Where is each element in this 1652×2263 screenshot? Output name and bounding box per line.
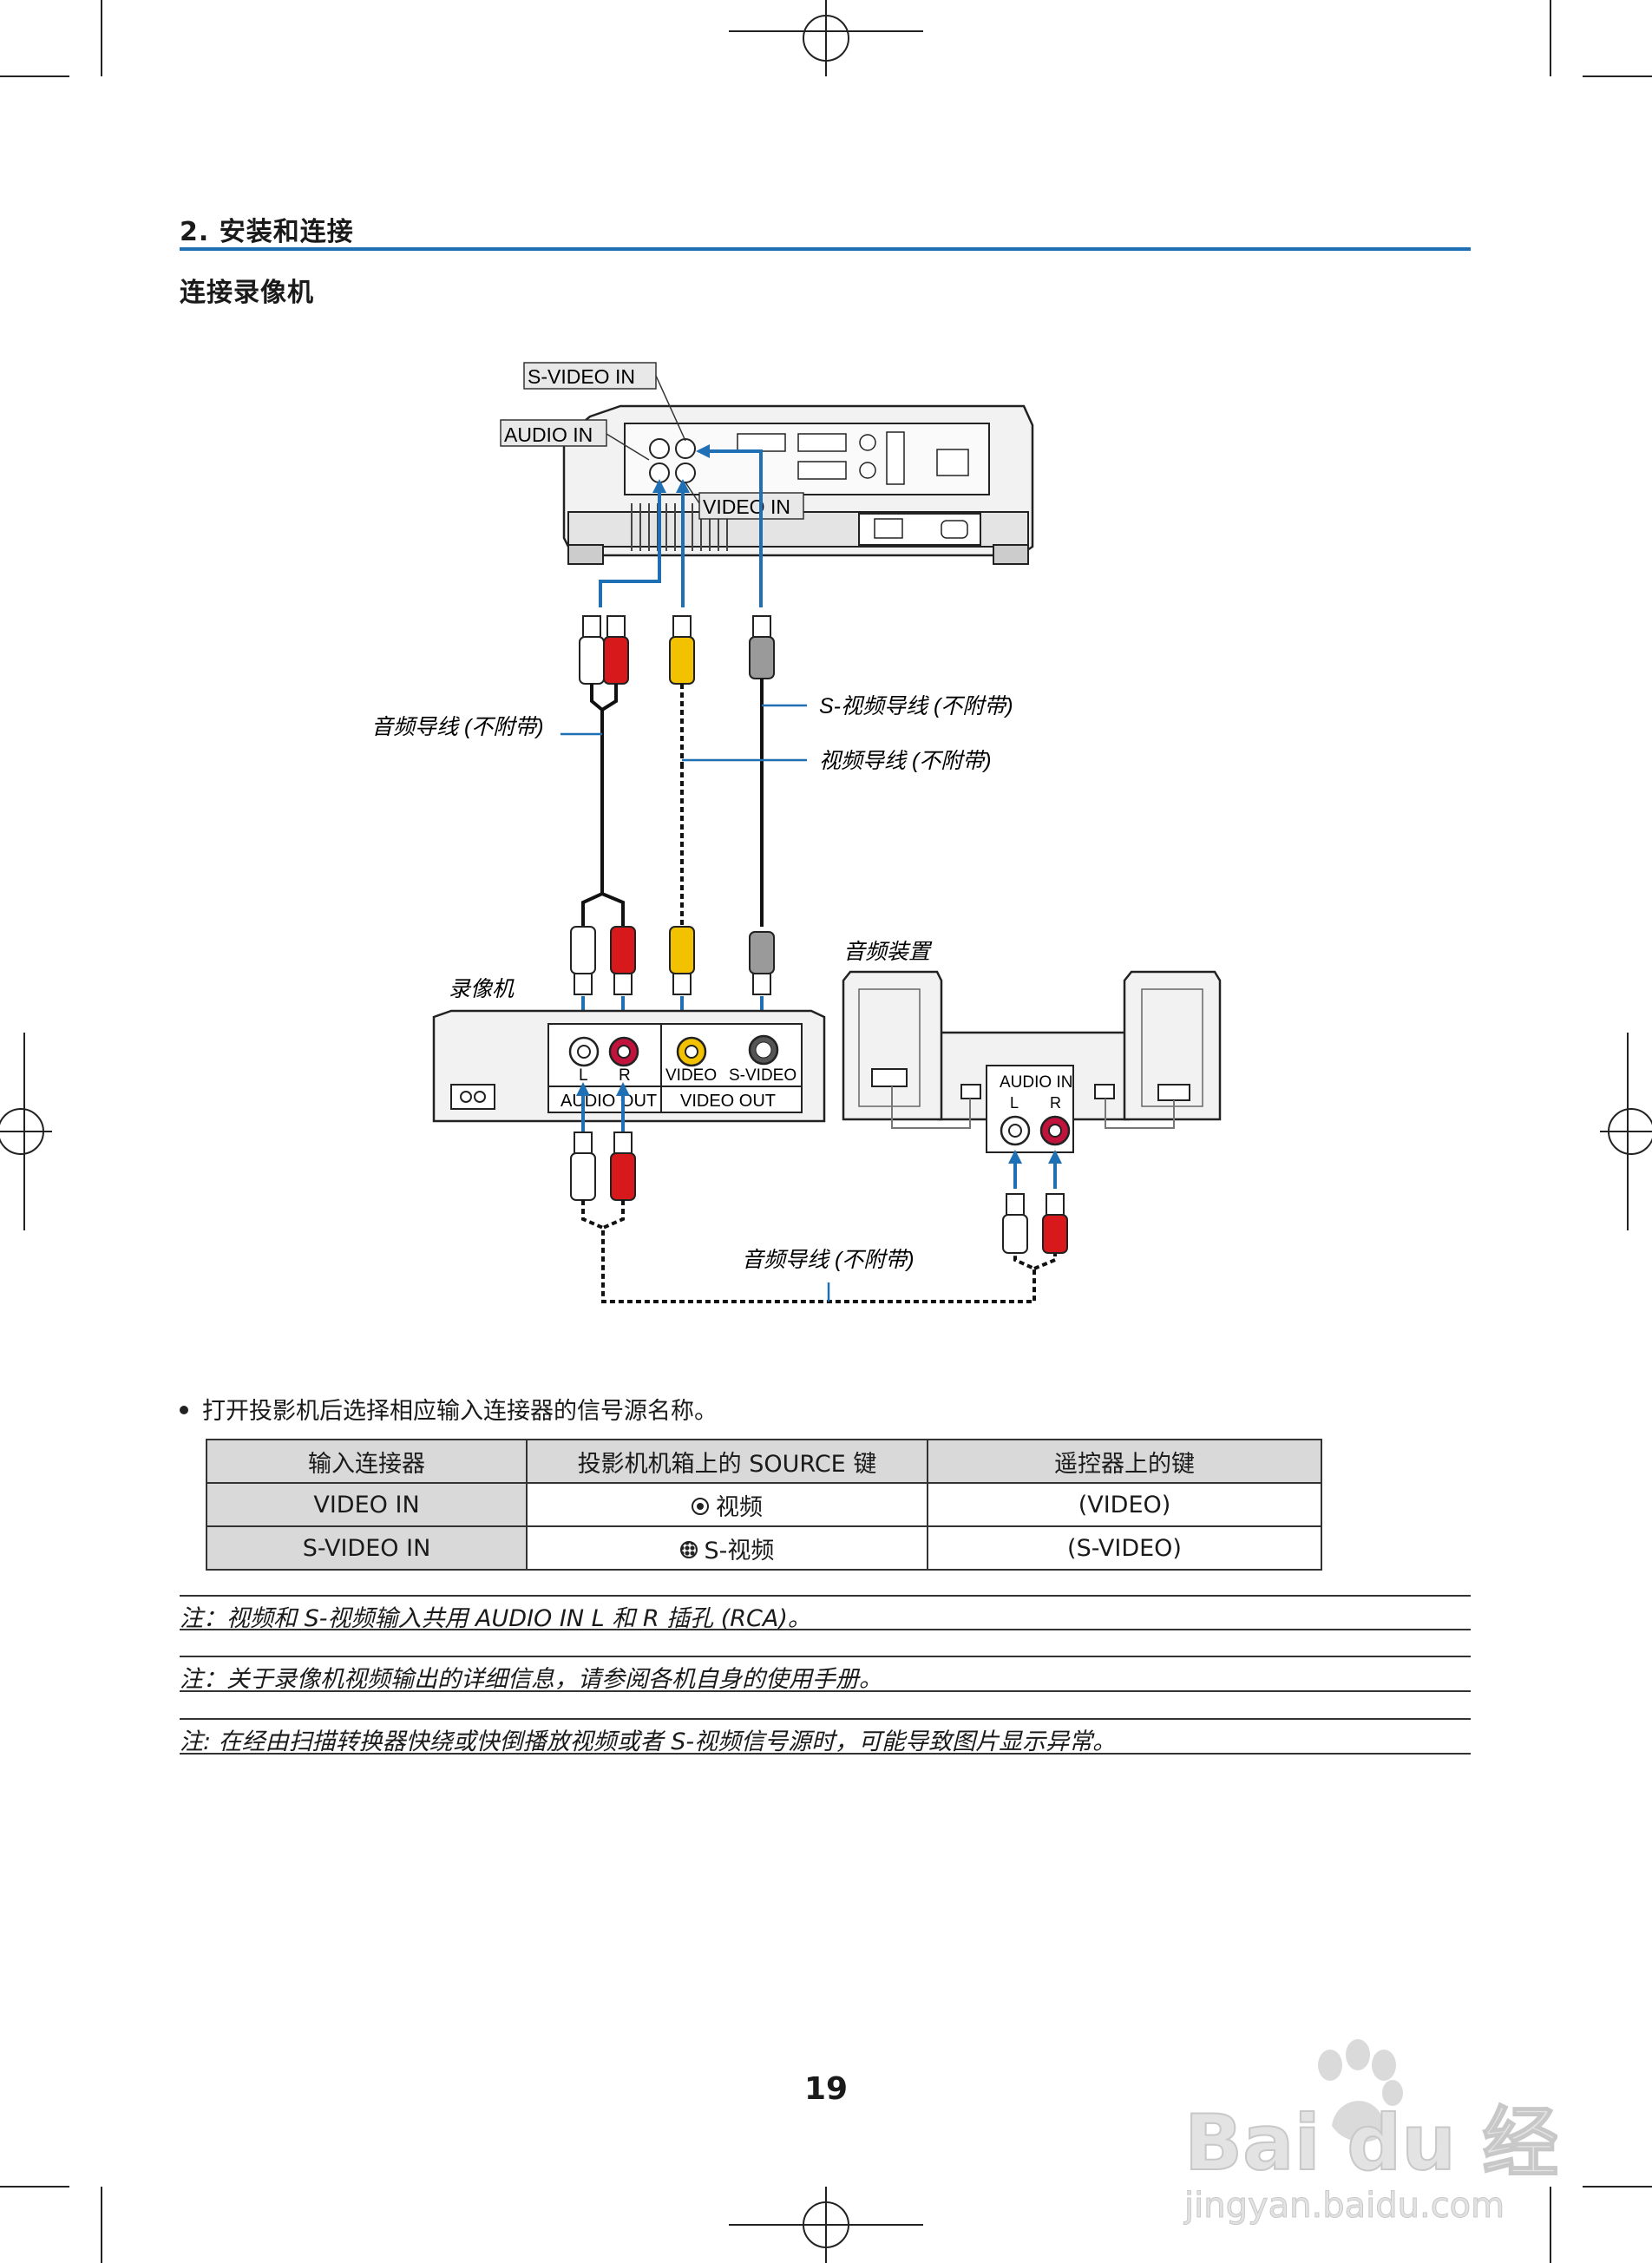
label-audio-in: AUDIO IN bbox=[504, 423, 593, 446]
vcr-jack-r: R bbox=[619, 1066, 631, 1085]
vcr-title: 录像机 bbox=[449, 977, 515, 1001]
audio-cable-label-bottom: 音频导线 (不附带) bbox=[742, 1248, 914, 1272]
row-remote-key: (S-VIDEO) bbox=[927, 1525, 1322, 1571]
page-number: 19 bbox=[803, 2071, 849, 2107]
vcr-video-out: VIDEO OUT bbox=[680, 1092, 776, 1111]
projector-labels: S-VIDEO IN AUDIO IN VIDEO IN bbox=[500, 362, 804, 520]
vcr-jack-s-video: S-VIDEO bbox=[729, 1066, 796, 1085]
row-connector: VIDEO IN bbox=[206, 1482, 528, 1527]
vcr-audio-out: AUDIO OUT bbox=[560, 1092, 657, 1111]
note-divider bbox=[180, 1629, 1471, 1630]
subsection-title: 连接录像机 bbox=[180, 278, 314, 308]
note-divider bbox=[180, 1690, 1471, 1692]
video-icon bbox=[692, 1498, 709, 1515]
note-divider bbox=[180, 1656, 1471, 1657]
vcr-illustration bbox=[432, 1009, 826, 1123]
note-2: 注：关于录像机视频输出的详细信息，请参阅各机自身的使用手册。 bbox=[180, 1666, 882, 1693]
note-divider bbox=[180, 1753, 1471, 1755]
cables bbox=[560, 679, 807, 927]
header-input-connector: 输入连接器 bbox=[206, 1439, 528, 1484]
note-3: 注: 在经由扫描转换器快绕或快倒播放视频或者 S-视频信号源时，可能导致图片显示… bbox=[180, 1728, 1117, 1755]
note-1: 注：视频和 S-视频输入共用 AUDIO IN L 和 R 插孔 (RCA)。 bbox=[180, 1605, 811, 1632]
watermark-url: jingyan.baidu.com bbox=[1183, 2186, 1504, 2226]
baidu-watermark-logo: Bai du 经验 jingyan.baidu.com bbox=[1183, 2039, 1557, 2227]
vcr-jack-l: L bbox=[579, 1066, 588, 1085]
label-s-video-in: S-VIDEO IN bbox=[528, 365, 635, 388]
second-audio-plugs-vcr bbox=[570, 1132, 636, 1201]
section-title: 2. 安装和连接 bbox=[180, 217, 354, 247]
top-plugs bbox=[579, 615, 775, 685]
audio-device-title: 音频装置 bbox=[843, 940, 933, 964]
note-divider bbox=[180, 1595, 1471, 1597]
projector-illustration bbox=[562, 404, 1034, 565]
watermark-brand: Bai du 经验 bbox=[1184, 2098, 1557, 2188]
connection-diagram: S-VIDEO IN AUDIO IN VIDEO IN 音频导线 (不附带 bbox=[371, 362, 1222, 1303]
audio-device-jack-r: R bbox=[1050, 1094, 1061, 1112]
table-row: S-VIDEO IN S-视频 (S-VIDEO) bbox=[206, 1525, 1322, 1571]
note-divider bbox=[180, 1718, 1471, 1720]
section-divider bbox=[180, 247, 1471, 251]
second-audio-plugs-device bbox=[1002, 1193, 1068, 1254]
source-key-table: 输入连接器 投影机机箱上的 SOURCE 键 遥控器上的键 VIDEO IN 视… bbox=[206, 1439, 1322, 1571]
cabinet-key-label: S-视频 bbox=[704, 1537, 775, 1564]
s-video-cable-label: S-视频导线 (不附带) bbox=[819, 694, 1013, 718]
video-cable-label: 视频导线 (不附带) bbox=[819, 749, 992, 773]
table-header-row: 输入连接器 投影机机箱上的 SOURCE 键 遥控器上的键 bbox=[206, 1439, 1322, 1484]
row-connector: S-VIDEO IN bbox=[206, 1525, 528, 1571]
bullet-dot bbox=[180, 1405, 188, 1414]
audio-device-input-arrows bbox=[1008, 1150, 1062, 1189]
vcr-side-plugs bbox=[570, 926, 775, 995]
instruction-text: 打开投影机后选择相应输入连接器的信号源名称。 bbox=[202, 1398, 718, 1425]
audio-cable-label-top: 音频导线 (不附带) bbox=[371, 715, 544, 739]
instruction-bullet: 打开投影机后选择相应输入连接器的信号源名称。 bbox=[180, 1392, 718, 1426]
label-video-in: VIDEO IN bbox=[703, 495, 790, 518]
row-cabinet-key: S-视频 bbox=[526, 1525, 928, 1571]
header-remote-key: 遥控器上的键 bbox=[927, 1439, 1322, 1484]
table-row: VIDEO IN 视频 (VIDEO) bbox=[206, 1482, 1322, 1527]
row-remote-key: (VIDEO) bbox=[927, 1482, 1322, 1527]
s-video-icon bbox=[679, 1541, 698, 1558]
vcr-jack-video: VIDEO bbox=[665, 1066, 717, 1085]
row-cabinet-key: 视频 bbox=[526, 1482, 928, 1527]
audio-device-jack-l: L bbox=[1010, 1094, 1019, 1112]
audio-device-illustration bbox=[842, 970, 1222, 1153]
header-cabinet-source-key: 投影机机箱上的 SOURCE 键 bbox=[526, 1439, 928, 1484]
cabinet-key-label: 视频 bbox=[716, 1493, 763, 1521]
audio-device-audio-in: AUDIO IN bbox=[1000, 1073, 1072, 1092]
projector-cable-guides bbox=[599, 444, 763, 607]
